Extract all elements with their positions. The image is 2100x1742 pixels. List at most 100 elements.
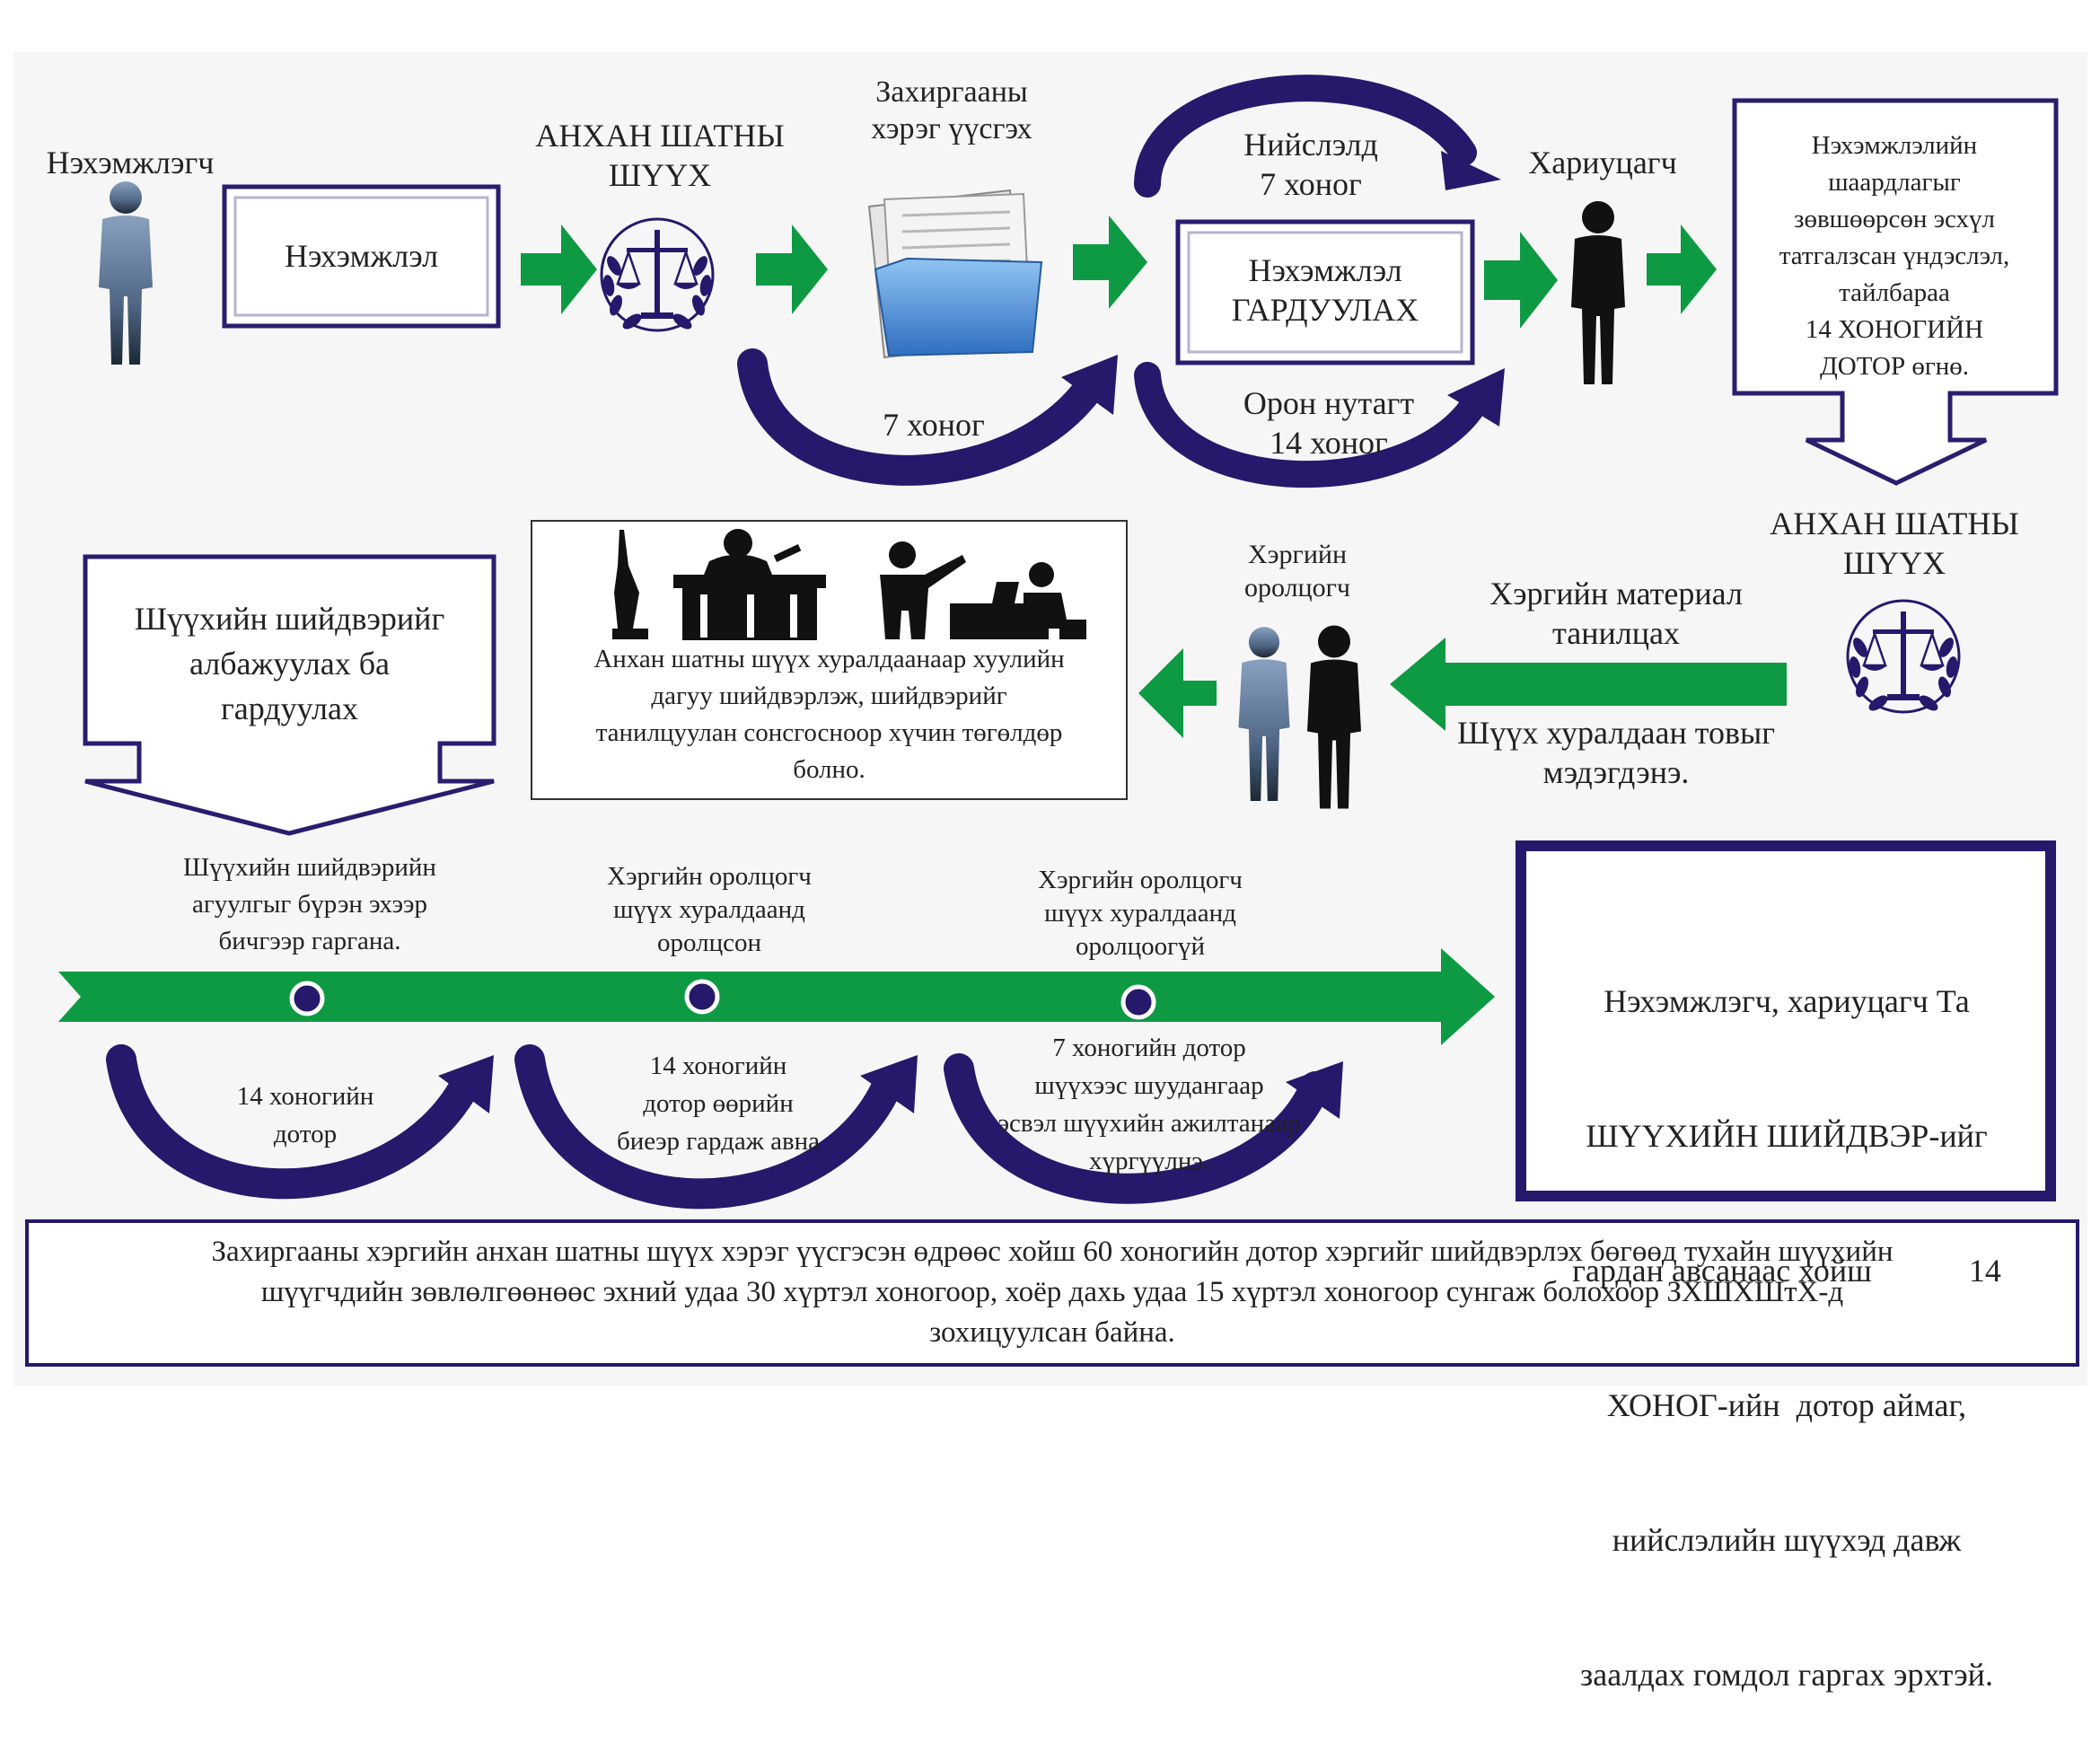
step3-bottom-line: хүргүүлнэ. [1088, 1147, 1210, 1175]
capital-label: Нийслэлд 7 хоног [1194, 126, 1428, 205]
curved-arrow-capital [1134, 75, 1501, 198]
participants-line1: Хэргийн [1247, 540, 1347, 569]
diagram-graphics [25, 75, 2079, 1367]
step3-top-line: Хэргийн оролцогч [1038, 866, 1243, 894]
participant-blue-icon [1238, 627, 1290, 801]
capital-label-line1: Нийслэлд [1243, 127, 1378, 163]
response-line: тайлбараа [1839, 278, 1950, 307]
appeal-line: нийслэлийн шүүхэд давж [1612, 1522, 1962, 1558]
local-label-line2: 14 хоног [1270, 424, 1388, 461]
participants-line2: оролцогч [1243, 572, 1351, 603]
decision-text: Анхан шатны шүүх хуралдаанаар хуулийн да… [539, 641, 1120, 788]
step1-bottom-line: дотор [273, 1120, 338, 1148]
court-label: АНХАН ШАТНЫ ШҮҮХ [503, 117, 817, 196]
curved-arrow-local [1134, 362, 1505, 488]
participants-label: Хэргийн оролцогч [1203, 539, 1392, 604]
response-line: шаардлагыг [1828, 168, 1961, 197]
step2-bottom-line: дотор өөрийн [643, 1089, 794, 1118]
appeal-line: заалдах гомдол гаргах эрхтэй. [1580, 1657, 1993, 1693]
footer-line: шүүгчдийн зөвлөлгөөнөөс эхний удаа 30 хү… [260, 1276, 1844, 1308]
defendant-label: Хариуцагч [1528, 145, 1677, 180]
material-line2: танилцах [1552, 614, 1680, 651]
hearing-line1: Шүүх хуралдаан товыг [1457, 715, 1775, 751]
plaintiff-person-icon [99, 181, 153, 365]
hearing-line2: мэдэгдэнэ. [1542, 753, 1690, 790]
case-label-line1: Захиргааны [875, 75, 1028, 109]
step2-top-line: Хэргийн оролцогч [607, 862, 812, 891]
step3-bottom-line: эсвэл шүүхийн ажилтанаар [997, 1109, 1301, 1138]
days7-label: 7 хоног [883, 407, 985, 443]
curved-arrow-step3 [944, 1053, 1343, 1204]
step1-top-line: Шүүхийн шийдвэрийн [183, 853, 436, 882]
step3-top-text: Хэргийн оролцогч шүүх хуралдаанд оролцоо… [988, 864, 1293, 963]
court-label-line1: АНХАН ШАТНЫ [535, 118, 785, 154]
material-flow-arrow [1390, 638, 1787, 731]
step2-bottom-line: 14 хоногийн [649, 1051, 787, 1080]
timeline-arrow [58, 948, 1495, 1045]
document-folder-icon [867, 189, 1043, 359]
case-label-line2: хэрэг үүсгэх [871, 112, 1032, 146]
claim-label: Нэхэмжлэл [284, 238, 439, 274]
decision-box [531, 520, 1128, 800]
response-line: 14 ХОНОГИЙН [1805, 315, 1984, 344]
timeline-dot-3 [1120, 984, 1156, 1020]
appeal-line: гардан авсанаас хойш 14 [1572, 1253, 2001, 1289]
step3-top-line: шүүх хуралдаанд [1044, 899, 1236, 928]
footer-box [25, 1219, 2079, 1367]
appeal-line: ХОНОГ-ийн дотор аймаг, [1606, 1387, 1967, 1423]
court-label-line2: ШҮҮХ [608, 156, 712, 193]
decision-flow-arrow [1138, 648, 1217, 738]
decision-line: танилцуулан сонсгосноор хүчин төгөлдөр [595, 718, 1063, 747]
participant-dark-icon [1307, 625, 1361, 809]
footer-text: Захиргааны хэргийн анхан шатны шүүх хэрэ… [36, 1232, 2069, 1353]
decision-line: Анхан шатны шүүх хуралдаанаар хуулийн [593, 645, 1065, 673]
deliver-claim-label: Нэхэмжлэл ГАРДУУЛАХ [1178, 251, 1472, 330]
step2-top-line: оролцсон [657, 928, 761, 957]
response-line: зөвшөөрсөн эсхүл [1793, 205, 1996, 233]
curved-arrow-step2 [514, 1044, 918, 1210]
local-label: Орон нутагт 14 хоног [1208, 384, 1450, 463]
deliver-decision-line: гардуулах [221, 691, 358, 726]
step3-top-line: оролцоогүй [1075, 932, 1206, 961]
flow-arrows-row1 [521, 216, 1717, 329]
step2-bottom-line: биеэр гардаж авна [616, 1127, 821, 1156]
deliver-claim-box [1175, 219, 1475, 365]
response-line: ДОТОР өгнө. [1819, 352, 1970, 381]
appeal-box [1516, 840, 2056, 1201]
material-label: Хэргийн материал танилцах [1437, 575, 1796, 654]
deliver-decision-text: Шүүхийн шийдвэрийг албажуулах ба гардуул… [90, 596, 489, 731]
step1-top-line: агуулгыг бүрэн эхээр [191, 890, 427, 919]
appeal-line: Нэхэмжлэгч, хариуцагч Та [1604, 983, 1970, 1019]
timeline-dots [289, 979, 1156, 1020]
deliver-claim-line1: Нэхэмжлэл [1248, 252, 1402, 288]
case-label: Захиргааны хэрэг үүсгэх [817, 74, 1086, 148]
footer-line: зохицуулсан байна. [929, 1316, 1175, 1349]
court-label-2-line1: АНХАН ШАТНЫ [1770, 506, 2019, 541]
plaintiff-label: Нэхэмжлэгч [46, 145, 215, 180]
courtroom-scene-icon [612, 529, 1086, 640]
deliver-decision-callout [83, 554, 496, 836]
step2-bottom-text: 14 хоногийн дотор өөрийн биеэр гардаж ав… [584, 1047, 853, 1160]
defendant-person-icon [1571, 201, 1625, 384]
step3-bottom-text: 7 хоногийн дотор шүүхээс шуудангаар эсвэ… [970, 1029, 1329, 1180]
deliver-decision-line: албажуулах ба [189, 646, 391, 682]
step2-top-text: Хэргийн оролцогч шүүх хуралдаанд оролцсо… [557, 860, 862, 960]
step2-top-line: шүүх хуралдаанд [613, 895, 805, 924]
step3-bottom-line: шүүхээс шуудангаар [1034, 1071, 1264, 1100]
claim-box [222, 184, 501, 329]
step1-top-text: Шүүхийн шийдвэрийн агуулгыг бүрэн эхээр … [144, 849, 476, 960]
deliver-decision-line: Шүүхийн шийдвэрийг [134, 601, 445, 637]
timeline-dot-1 [289, 981, 325, 1016]
step1-bottom-text: 14 хоногийн дотор [198, 1078, 413, 1153]
response-callout-box [1732, 98, 2059, 486]
court-label-2: АНХАН ШАТНЫ ШҮҮХ [1742, 505, 2047, 584]
footer-line: Захиргааны хэргийн анхан шатны шүүх хэрэ… [211, 1236, 1894, 1268]
local-label-line1: Орон нутагт [1243, 385, 1415, 421]
response-line: Нэхэмжлэлийн [1811, 131, 1978, 160]
response-text: Нэхэмжлэлийн шаардлагыг зөвшөөрсөн эсхүл… [1742, 128, 2047, 385]
capital-label-line2: 7 хоног [1260, 165, 1362, 202]
hearing-label: Шүүх хуралдаан товыг мэдэгдэнэ. [1419, 714, 1814, 793]
decision-line: болно. [793, 755, 865, 784]
decision-line: дагуу шийдвэрлэж, шийдвэрийг [651, 682, 1007, 710]
court-emblem-icon [600, 217, 715, 334]
